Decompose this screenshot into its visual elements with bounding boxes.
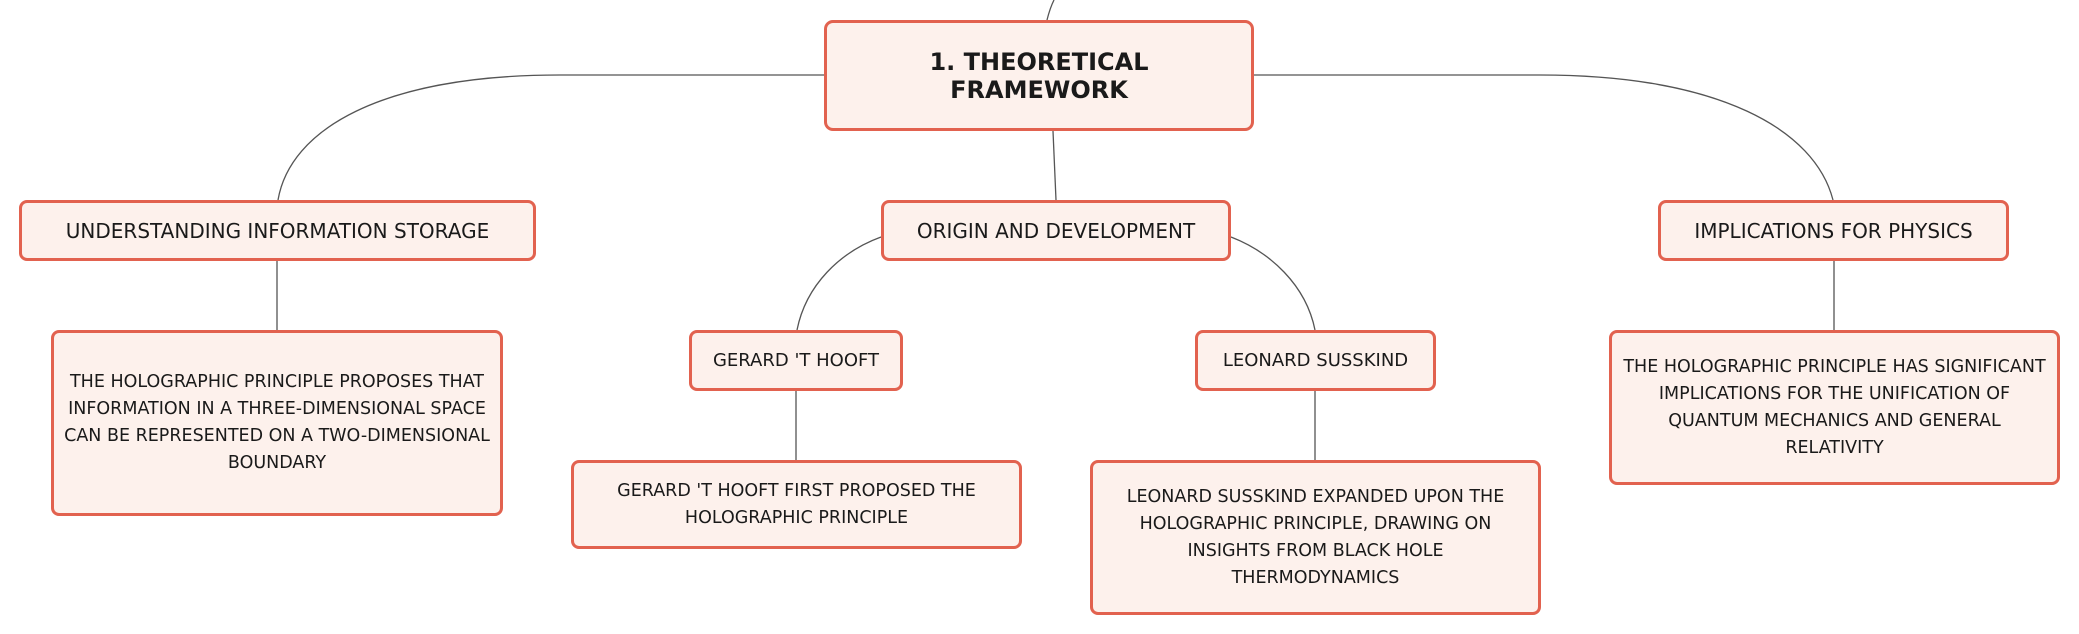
connector-parent-to-root [1046, 0, 1055, 21]
topic-node-origin-development[interactable]: ORIGIN AND DEVELOPMENT [881, 200, 1231, 261]
detail-node-implications[interactable]: THE HOLOGRAPHIC PRINCIPLE HAS SIGNIFICAN… [1609, 330, 2060, 485]
detail-node-text: THE HOLOGRAPHIC PRINCIPLE HAS SIGNIFICAN… [1623, 356, 2046, 458]
subtopic-node-susskind[interactable]: LEONARD SUSSKIND [1195, 330, 1436, 391]
connector-root-to-storage [277, 74, 824, 201]
topic-node-implications-physics[interactable]: IMPLICATIONS FOR PHYSICS [1658, 200, 2009, 261]
subtopic-node-label: LEONARD SUSSKIND [1222, 350, 1409, 371]
connector-root-to-origin [1052, 130, 1057, 201]
detail-node-information-storage[interactable]: THE HOLOGRAPHIC PRINCIPLE PROPOSES THAT … [51, 330, 503, 516]
root-node-theoretical-framework[interactable]: 1. THEORETICAL FRAMEWORK [824, 20, 1254, 131]
detail-node-text: GERARD 'T HOOFT FIRST PROPOSED THE HOLOG… [617, 480, 976, 528]
topic-node-information-storage[interactable]: UNDERSTANDING INFORMATION STORAGE [19, 200, 536, 261]
topic-node-label: ORIGIN AND DEVELOPMENT [916, 218, 1196, 243]
connector-root-to-implications [1254, 74, 1834, 201]
subtopic-node-hooft[interactable]: GERARD 'T HOOFT [689, 330, 903, 391]
detail-node-text: THE HOLOGRAPHIC PRINCIPLE PROPOSES THAT … [64, 372, 490, 473]
topic-node-label: IMPLICATIONS FOR PHYSICS [1694, 218, 1973, 243]
connector-origin-to-hooft [796, 236, 882, 331]
detail-node-hooft[interactable]: GERARD 'T HOOFT FIRST PROPOSED THE HOLOG… [571, 460, 1022, 549]
detail-node-susskind[interactable]: LEONARD SUSSKIND EXPANDED UPON THE HOLOG… [1090, 460, 1541, 615]
topic-node-label: UNDERSTANDING INFORMATION STORAGE [65, 218, 490, 243]
root-node-label: 1. THEORETICAL FRAMEWORK [929, 47, 1149, 104]
connector-origin-to-susskind [1230, 236, 1316, 331]
subtopic-node-label: GERARD 'T HOOFT [712, 350, 880, 371]
detail-node-text: LEONARD SUSSKIND EXPANDED UPON THE HOLOG… [1126, 486, 1505, 588]
